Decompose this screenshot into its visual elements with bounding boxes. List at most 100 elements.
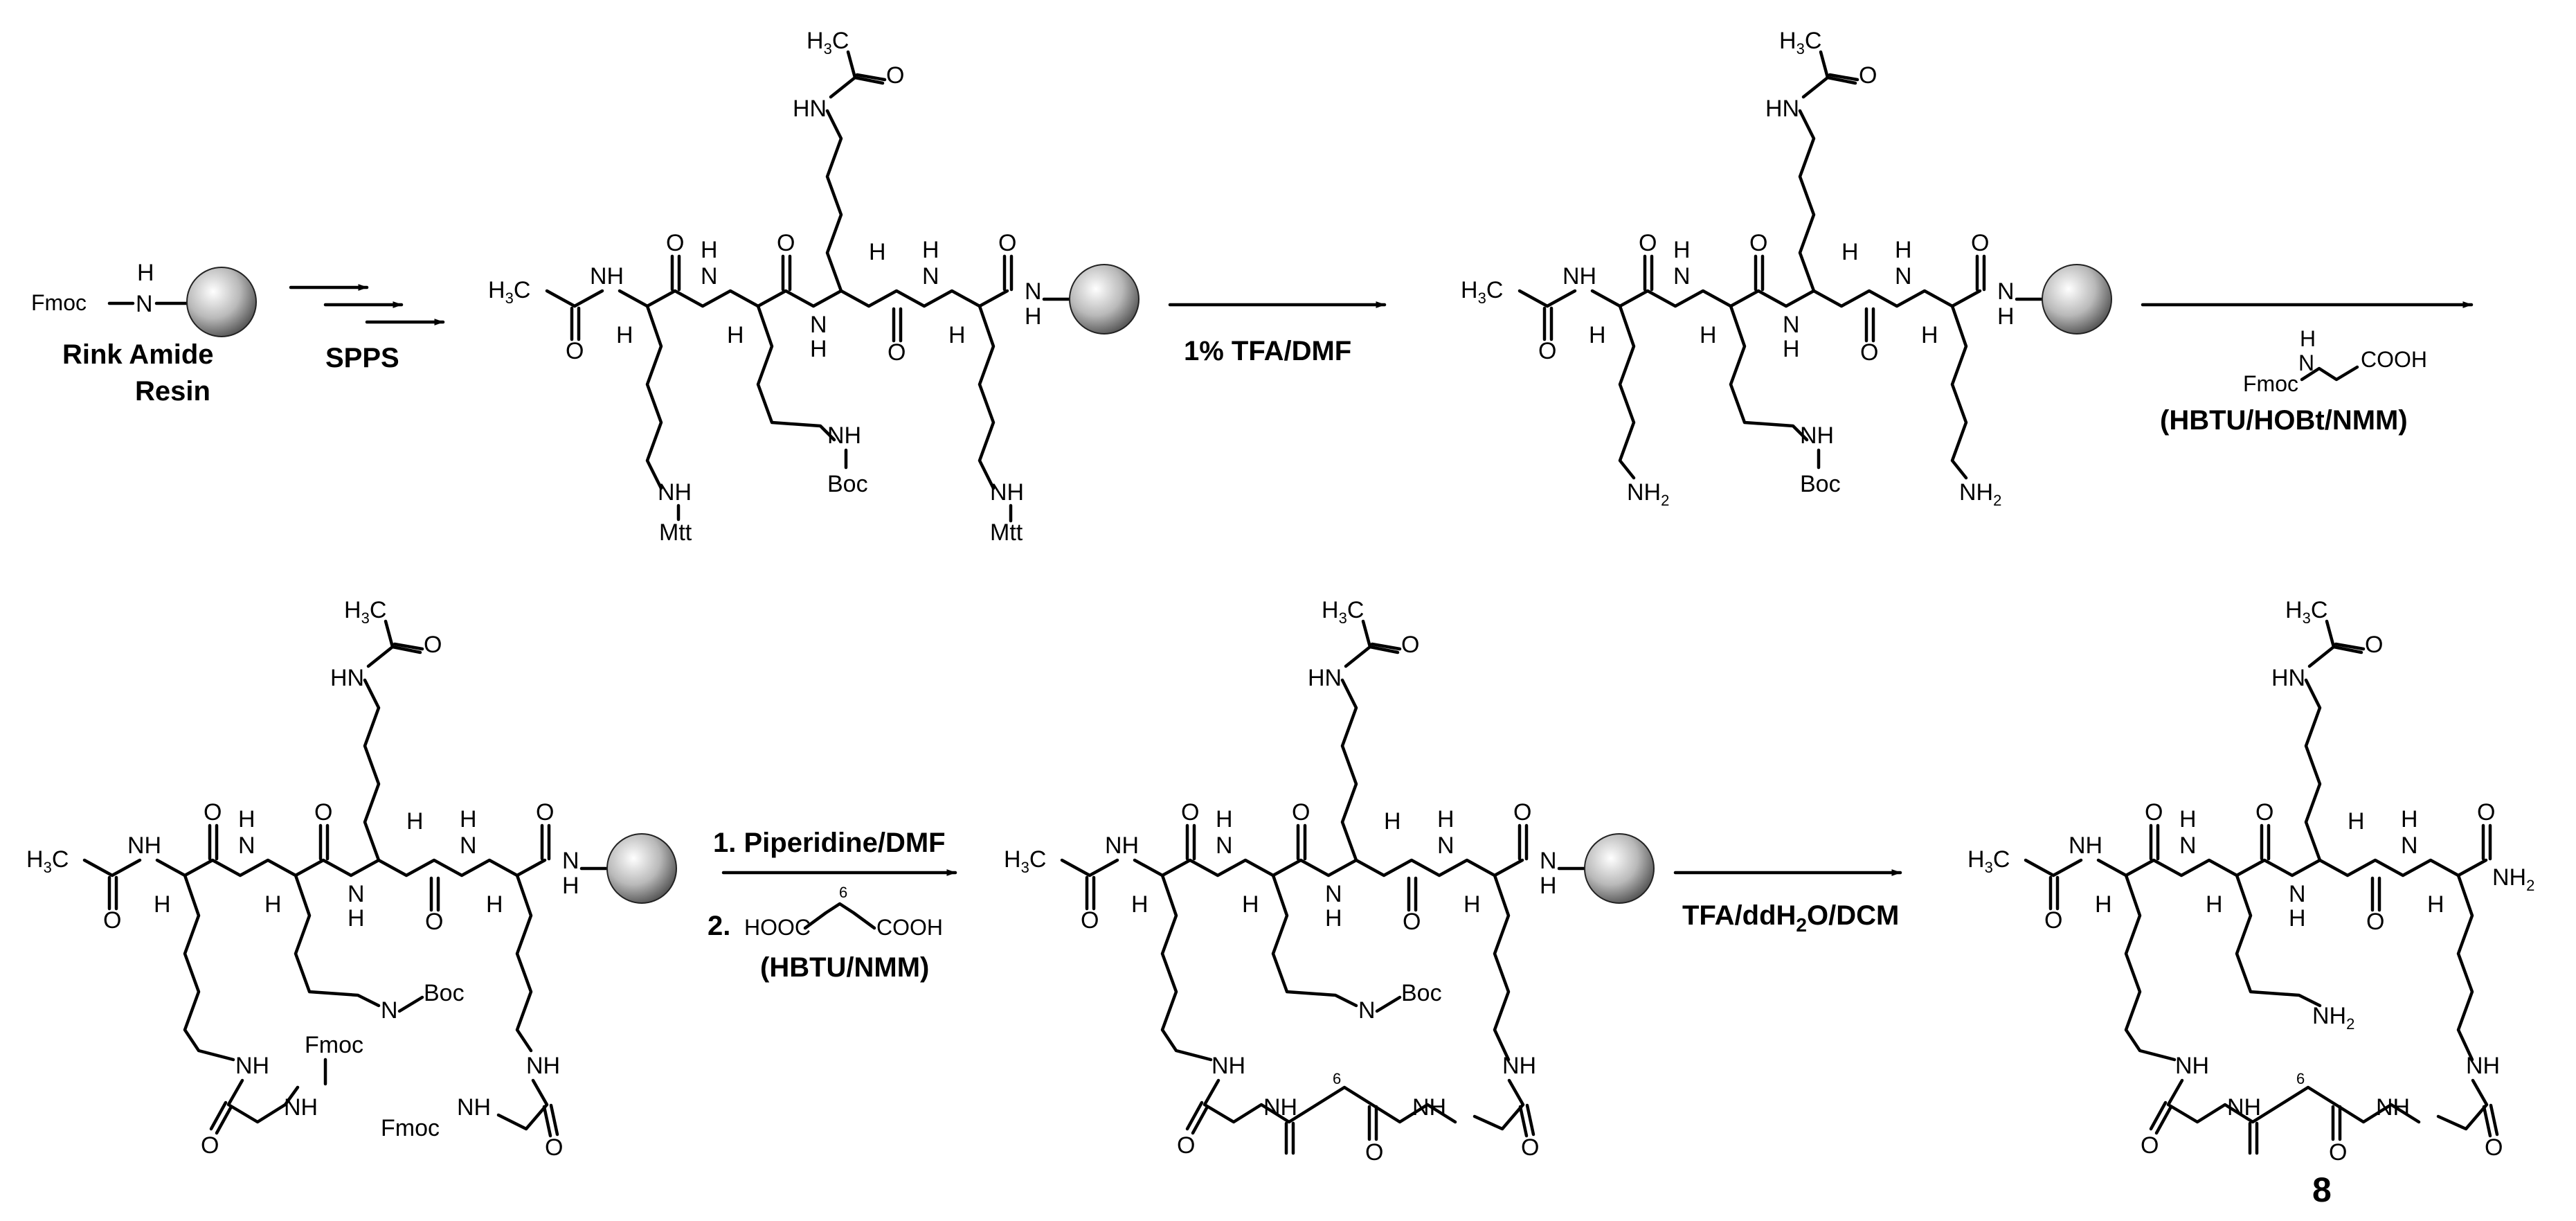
svg-text:NH: NH	[1105, 832, 1139, 859]
svg-text:NH: NH	[2069, 832, 2102, 859]
svg-text:2.: 2.	[708, 911, 730, 941]
svg-text:O: O	[998, 230, 1016, 256]
svg-text:O: O	[536, 799, 554, 826]
spps-label: SPPS	[325, 343, 399, 373]
svg-text:NH: NH	[990, 479, 1024, 506]
svg-text:N: N	[1997, 278, 2015, 305]
resin-bead-icon	[606, 833, 677, 904]
peptide-fmoc-gly-coupled: H3C O NH O O O O NH NH NH NH H H H H NH …	[26, 597, 677, 1161]
svg-text:H3C: H3C	[1461, 277, 1503, 307]
resin-bead-icon	[186, 267, 257, 337]
svg-text:H: H	[1216, 806, 1233, 832]
svg-text:O: O	[1292, 799, 1310, 826]
svg-text:H: H	[2206, 891, 2223, 918]
svg-text:HN: HN	[1308, 665, 1342, 691]
svg-text:N: N	[2401, 832, 2418, 859]
svg-text:N: N	[1540, 848, 1557, 874]
svg-text:Boc: Boc	[827, 471, 868, 497]
svg-text:H: H	[701, 237, 718, 263]
svg-text:H: H	[406, 808, 424, 835]
svg-text:O: O	[2141, 1132, 2159, 1159]
svg-text:H: H	[1700, 322, 1717, 348]
svg-text:O: O	[1181, 799, 1199, 826]
n-label: N	[136, 291, 153, 317]
svg-text:H: H	[486, 891, 503, 918]
svg-text:H: H	[810, 336, 827, 362]
svg-text:N: N	[381, 997, 398, 1024]
svg-text:NH: NH	[2376, 1094, 2410, 1121]
svg-text:O: O	[103, 907, 121, 934]
svg-text:H: H	[1673, 237, 1691, 263]
svg-text:NH: NH	[284, 1094, 318, 1121]
svg-text:NH: NH	[457, 1094, 491, 1121]
svg-text:H: H	[348, 905, 365, 932]
svg-text:NH: NH	[526, 1053, 560, 1079]
svg-text:H3C: H3C	[344, 597, 386, 627]
svg-text:N: N	[562, 848, 579, 874]
svg-text:H: H	[1895, 237, 1912, 263]
svg-text:HN: HN	[793, 96, 827, 122]
step-arrow-5: TFA/ddH2O/DCM	[1673, 869, 1902, 936]
svg-text:O: O	[1860, 339, 1878, 366]
svg-text:NH: NH	[127, 832, 161, 859]
svg-text:NH: NH	[827, 422, 861, 449]
svg-text:H3C: H3C	[1967, 846, 2010, 876]
svg-text:O: O	[1859, 62, 1877, 89]
svg-text:H: H	[2289, 905, 2306, 932]
svg-text:NH2: NH2	[1959, 479, 2001, 509]
svg-text:O: O	[1401, 632, 1419, 658]
svg-text:N: N	[460, 832, 477, 859]
svg-text:NH: NH	[658, 479, 692, 506]
svg-text:H: H	[1783, 336, 1800, 362]
fmoc-gly-cooh: COOH	[2361, 347, 2427, 372]
svg-text:O: O	[204, 799, 222, 826]
svg-text:N: N	[1437, 832, 1454, 859]
svg-text:Boc: Boc	[1401, 980, 1442, 1006]
resin-label-line1: Rink Amide	[62, 339, 214, 370]
svg-text:Boc: Boc	[424, 980, 465, 1006]
svg-text:O: O	[1971, 230, 1989, 256]
svg-text:N: N	[701, 263, 718, 289]
svg-text:N: N	[238, 832, 255, 859]
svg-text:NH: NH	[1212, 1053, 1245, 1079]
svg-text:O: O	[2255, 799, 2273, 826]
svg-text:N: N	[2179, 832, 2197, 859]
svg-text:O: O	[2366, 909, 2384, 935]
svg-text:N: N	[810, 312, 827, 338]
svg-text:N: N	[2298, 350, 2314, 375]
step-arrow-2: 1% TFA/DMF	[1168, 301, 1387, 366]
svg-text:O: O	[1521, 1134, 1539, 1161]
compound-number: 8	[2312, 1170, 2332, 1209]
svg-text:N: N	[1325, 881, 1342, 907]
svg-text:H: H	[460, 806, 477, 832]
svg-text:N: N	[1358, 997, 1376, 1024]
svg-text:O: O	[666, 230, 684, 256]
fmoc-label: Fmoc	[31, 290, 87, 315]
svg-text:H: H	[1242, 891, 1259, 918]
svg-text:H: H	[1540, 873, 1557, 899]
svg-text:H: H	[2401, 806, 2418, 832]
svg-text:H3C: H3C	[1322, 597, 1364, 627]
svg-text:O: O	[424, 632, 442, 658]
resin-bead-icon	[1069, 264, 1140, 335]
svg-text:O: O	[425, 909, 443, 935]
svg-text:N: N	[1025, 278, 1042, 305]
svg-text:HN: HN	[330, 665, 364, 691]
svg-text:H: H	[2179, 806, 2197, 832]
peptide-mtt-protected: H3C O NH O O O O NH NH NH NH H H H H NH …	[488, 28, 1140, 546]
svg-text:O: O	[2145, 799, 2163, 826]
svg-text:H: H	[2348, 808, 2365, 835]
svg-text:O: O	[886, 62, 904, 89]
svg-text:H: H	[2095, 891, 2112, 918]
svg-text:O: O	[1513, 799, 1531, 826]
svg-text:O: O	[1365, 1139, 1383, 1166]
svg-text:N: N	[348, 881, 365, 907]
diacid-cooh: COOH	[876, 915, 943, 940]
hbtu-nmm-label: (HBTU/NMM)	[760, 952, 929, 983]
svg-text:H: H	[948, 322, 966, 348]
step-arrow-4: 1. Piperidine/DMF 2. HOOC 6 COOH (HBTU/N…	[708, 828, 957, 983]
svg-text:Fmoc: Fmoc	[381, 1115, 440, 1141]
hbtu-hobt-nmm-label: (HBTU/HOBt/NMM)	[2160, 405, 2408, 436]
svg-text:H: H	[1437, 806, 1454, 832]
